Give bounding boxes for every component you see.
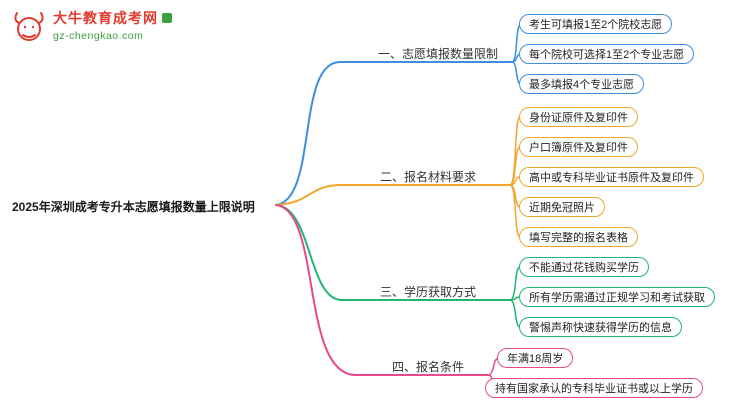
- leaf-node[interactable]: 近期免冠照片: [519, 197, 605, 217]
- leaf-node[interactable]: 持有国家承认的专科毕业证书或以上学历: [485, 378, 703, 398]
- connector-line: [509, 299, 521, 328]
- leaf-node[interactable]: 考生可填报1至2个院校志愿: [519, 14, 673, 34]
- connector-line: [275, 61, 513, 206]
- leaf-node-label: 身份证原件及复印件: [529, 112, 628, 124]
- site-logo[interactable]: 大牛教育成考网 gz-chengkao.com: [10, 8, 172, 46]
- leaf-node-label: 警惕声称快速获得学历的信息: [529, 322, 672, 334]
- leaf-node-label: 高中或专科毕业证书原件及复印件: [529, 172, 694, 184]
- branch-label-4[interactable]: 四、报名条件: [392, 360, 465, 374]
- connector-line: [509, 146, 521, 186]
- leaf-node[interactable]: 每个院校可选择1至2个专业志愿: [519, 44, 695, 64]
- leaf-node-label: 近期免冠照片: [529, 202, 595, 214]
- leaf-node-label: 户口簿原件及复印件: [529, 142, 628, 154]
- bull-logo-icon: [14, 12, 44, 41]
- leaf-node-label: 不能通过花钱购买学历: [529, 262, 639, 274]
- branch-4-trunk: [275, 204, 489, 376]
- leaf-node[interactable]: 所有学历需通过正规学习和考试获取: [519, 287, 715, 307]
- branch-3-links: [509, 266, 521, 328]
- root-topic[interactable]: 2025年深圳成考专升本志愿填报数量上限说明: [12, 200, 255, 214]
- brand-url: gz-chengkao.com: [53, 30, 144, 42]
- leaf-node-label: 持有国家承认的专科毕业证书或以上学历: [495, 383, 693, 395]
- leaf-node[interactable]: 高中或专科毕业证书原件及复印件: [519, 167, 704, 187]
- leaf-node[interactable]: 户口簿原件及复印件: [519, 137, 638, 157]
- branch-label-3[interactable]: 三、学历获取方式: [380, 285, 477, 299]
- leaf-node-label: 每个院校可选择1至2个专业志愿: [529, 49, 685, 61]
- leaf-node[interactable]: 警惕声称快速获得学历的信息: [519, 317, 682, 337]
- branch-2-links: [509, 116, 521, 238]
- leaf-node[interactable]: 身份证原件及复印件: [519, 107, 638, 127]
- branch-label-2[interactable]: 二、报名材料要求: [380, 170, 477, 184]
- leaf-node-label: 年满18周岁: [507, 353, 564, 365]
- branch-label-1[interactable]: 一、志愿填报数量限制: [378, 47, 499, 61]
- brand-seal-icon: [162, 13, 172, 23]
- branch-1-trunk: [275, 61, 513, 206]
- connector-line: [275, 204, 489, 376]
- leaf-node-label: 所有学历需通过正规学习和考试获取: [529, 292, 705, 304]
- leaf-node[interactable]: 不能通过花钱购买学历: [519, 257, 649, 277]
- brand-title: 大牛教育成考网: [53, 10, 158, 26]
- branch-2-trunk: [275, 184, 511, 206]
- leaf-node[interactable]: 年满18周岁: [497, 348, 574, 368]
- leaf-node[interactable]: 最多填报4个专业志愿: [519, 74, 645, 94]
- leaf-node-label: 最多填报4个专业志愿: [529, 79, 635, 91]
- leaf-node[interactable]: 填写完整的报名表格: [519, 227, 638, 247]
- connector-line: [509, 184, 521, 238]
- leaf-node-label: 考生可填报1至2个院校志愿: [529, 19, 663, 31]
- leaf-node-label: 填写完整的报名表格: [529, 232, 628, 244]
- connector-line: [275, 184, 511, 206]
- connector-line: [509, 266, 521, 301]
